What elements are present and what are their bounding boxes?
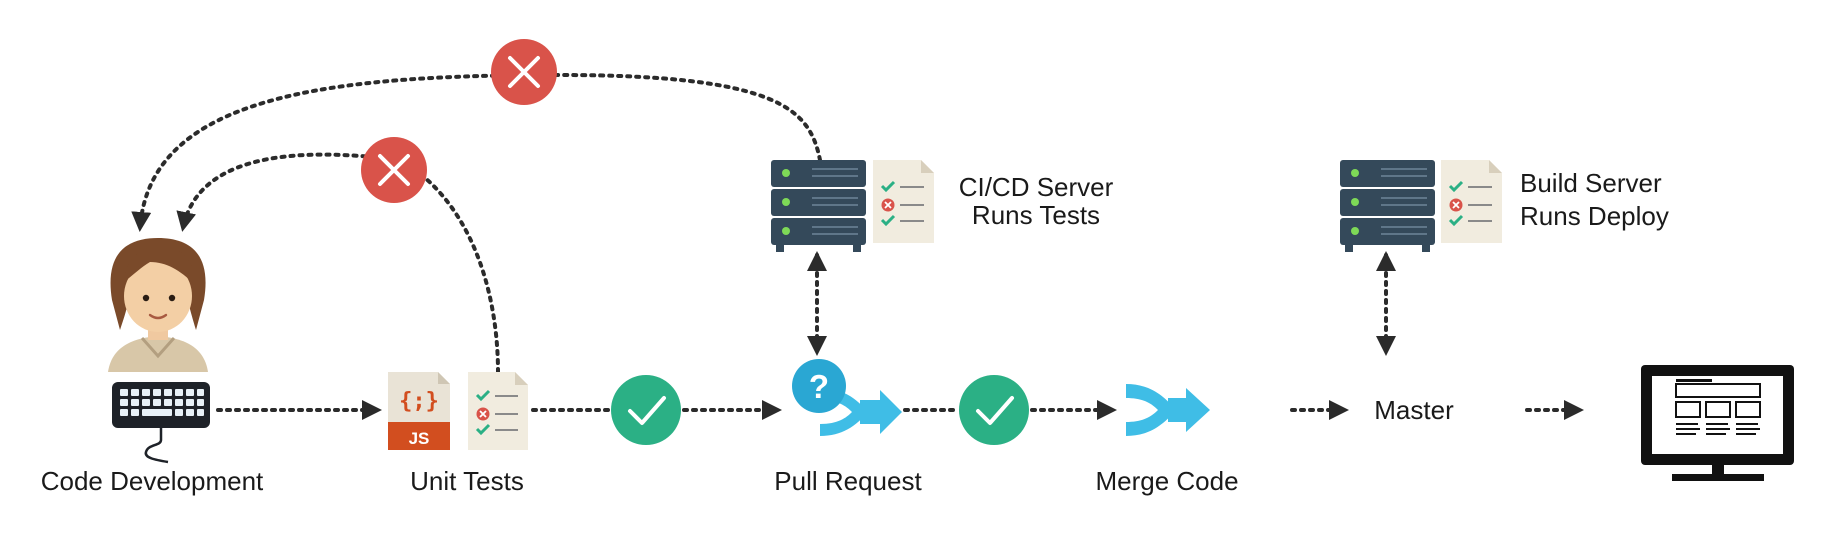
question-icon: ? xyxy=(792,359,846,413)
label-pull-request: Pull Request xyxy=(774,466,922,496)
label-build-runs-deploy: Runs Deploy xyxy=(1520,201,1669,231)
monitor-icon xyxy=(1641,365,1794,481)
label-master: Master xyxy=(1374,395,1454,425)
label-cicd-runs-tests: Runs Tests xyxy=(972,200,1100,230)
label-merge-code: Merge Code xyxy=(1095,466,1238,496)
developer-avatar-icon xyxy=(108,238,208,372)
keyboard-icon xyxy=(112,382,210,464)
pass-icon xyxy=(611,375,681,445)
test-report-icon xyxy=(873,160,934,243)
server-icon xyxy=(771,160,866,252)
question-mark: ? xyxy=(809,368,829,405)
label-unit-tests: Unit Tests xyxy=(410,466,524,496)
fail-icon xyxy=(491,39,557,105)
test-report-icon xyxy=(1441,160,1502,243)
test-report-icon xyxy=(468,372,528,450)
server-icon xyxy=(1340,160,1435,252)
js-file-icon: {;} JS xyxy=(388,372,450,450)
js-brackets: {;} xyxy=(399,389,439,414)
feedback-arc-unit-tests xyxy=(176,152,500,374)
js-label: JS xyxy=(409,429,430,448)
fail-icon xyxy=(361,137,427,203)
label-cicd-server: CI/CD Server xyxy=(959,172,1114,202)
label-build-server: Build Server xyxy=(1520,168,1662,198)
merge-icon xyxy=(1126,384,1210,436)
feedback-arc-cicd xyxy=(131,72,822,232)
label-code-development: Code Development xyxy=(41,466,264,496)
pass-icon xyxy=(959,375,1029,445)
